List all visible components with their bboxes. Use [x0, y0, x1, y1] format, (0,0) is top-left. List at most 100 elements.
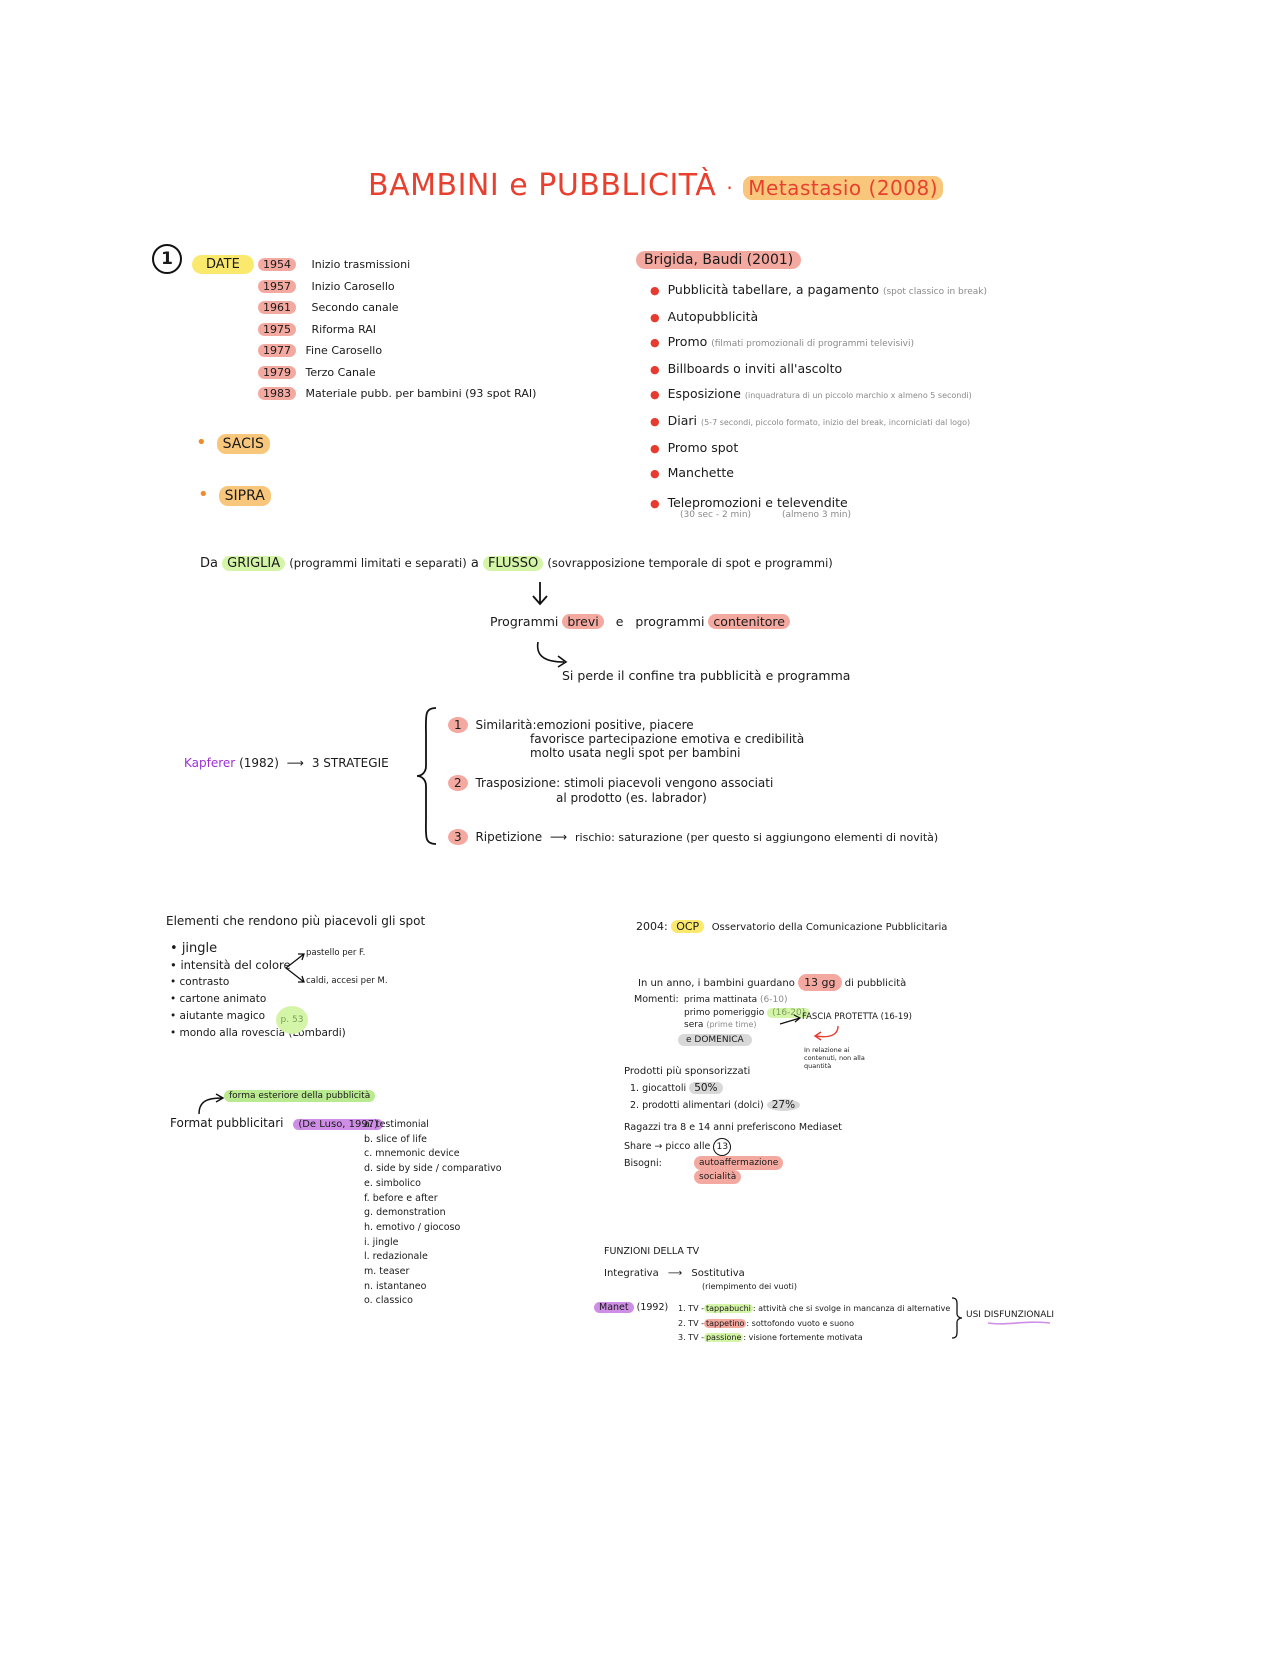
- funzione-item: 3. TV -passione: visione fortemente moti…: [678, 1333, 863, 1342]
- date-year: 1954: [258, 258, 296, 271]
- tele-note-2: (almeno 3 min): [782, 510, 851, 520]
- bisogni-label: Bisogni:: [624, 1158, 662, 1169]
- momenti-list: prima mattinata (6-10) primo pomeriggio …: [684, 994, 811, 1032]
- usi-disfunzionali: USI DISFUNZIONALI: [966, 1310, 1054, 1326]
- date-text: Inizio Carosello: [311, 279, 395, 293]
- page-ref-badge: p. 53: [276, 1006, 308, 1034]
- fascia-note: In relazione ai contenuti, non alla quan…: [804, 1046, 865, 1070]
- brevi-term: brevi: [562, 614, 604, 629]
- elementi-item: • intensità del colore: [170, 958, 291, 972]
- ocp-line: 2004: OCP Osservatorio della Comunicazio…: [636, 920, 948, 933]
- brigida-item: Diari (5-7 secondi, piccolo formato, ini…: [650, 409, 987, 436]
- date-item: 1983 Materiale pubb. per bambini (93 spo…: [258, 383, 536, 405]
- date-year: 1979: [258, 365, 296, 379]
- format-list: a. testimonial b. slice of life c. mnemo…: [364, 1118, 502, 1309]
- down-arrow-icon: [532, 582, 548, 606]
- date-label: DATE: [192, 255, 254, 274]
- confine-conclusion: Si perde il confine tra pubblicità e pro…: [562, 668, 851, 683]
- format-item: n. istantaneo: [364, 1280, 427, 1292]
- format-item: h. emotivo / giocoso: [364, 1221, 461, 1233]
- manet-line: Manet (1992): [594, 1302, 668, 1313]
- date-year: 1957: [258, 279, 296, 293]
- programmi-line: Programmi brevi e programmi contenitore: [490, 614, 790, 629]
- date-text: Secondo canale: [311, 301, 399, 314]
- strategy-number: 2: [448, 775, 468, 791]
- curly-brace-icon: [416, 707, 437, 845]
- usi-brace-icon: [951, 1297, 963, 1339]
- flow-line: Da GRIGLIA (programmi limitati e separat…: [200, 556, 833, 571]
- format-item: d. side by side / comparativo: [364, 1163, 502, 1175]
- brigida-item: Pubblicità tabellare, a pagamento (spot …: [650, 278, 987, 305]
- format-item: c. mnemonic device: [364, 1148, 460, 1160]
- branch-arrow-icon: [285, 953, 305, 983]
- date-year: 1975: [258, 322, 296, 336]
- elementi-item: • jingle: [170, 941, 218, 956]
- elementi-item: • contrasto: [170, 976, 230, 988]
- date-item: 1979 Terzo Canale: [258, 362, 536, 384]
- format-ref: (De Luso, 1997): [293, 1119, 384, 1130]
- tele-note-1: (30 sec - 2 min): [680, 510, 752, 520]
- format-item: b. slice of life: [364, 1133, 428, 1145]
- momenti-label: Momenti:: [634, 994, 679, 1005]
- share-line: Share → picco alle 13: [624, 1138, 732, 1156]
- elementi-item: • aiutante magico: [170, 1010, 266, 1022]
- format-item: o. classico: [364, 1295, 413, 1307]
- usi-underline: [987, 1321, 1051, 1325]
- brigida-item: Billboards o inviti all'ascolto: [650, 357, 987, 383]
- fascia-curve-arrow-icon: [813, 1025, 839, 1041]
- date-item: 1961 Secondo canale: [258, 297, 536, 319]
- strategy-2: 2 Trasposizione: stimoli piacevoli vengo…: [448, 775, 773, 806]
- date-list: 1954 Inizio trasmissioni 1957 Inizio Car…: [258, 254, 536, 405]
- elementi-item: • mondo alla rovescia (Lombardi): [170, 1027, 346, 1039]
- integrativa-line: Integrativa ⟶ Sostitutiva: [604, 1268, 745, 1279]
- momento-item: sera (prime time): [684, 1020, 757, 1030]
- momento-item: primo pomeriggio (16-20): [684, 1007, 811, 1020]
- date-item: 1957 Inizio Carosello: [258, 276, 536, 298]
- prodotto-item: 1. giocattoli 50%: [630, 1080, 800, 1097]
- bisogno-item: socialità: [694, 1170, 742, 1184]
- funzioni-title: FUNZIONI DELLA TV: [604, 1246, 700, 1257]
- section-number-badge: 1: [152, 244, 182, 274]
- date-text: Terzo Canale: [305, 365, 376, 379]
- share-hour: 13: [713, 1138, 732, 1156]
- org-sipra: SIPRA: [198, 484, 271, 506]
- prodotti-list: 1. giocattoli 50% 2. prodotti alimentari…: [630, 1080, 801, 1114]
- contenitore-term: contenitore: [708, 614, 790, 629]
- format-item: a. testimonial: [364, 1119, 429, 1130]
- domenica-tag: e DOMENICA: [678, 1034, 752, 1046]
- date-item: 1975 Riforma RAI: [258, 319, 536, 341]
- format-item: f. before e after: [364, 1192, 438, 1204]
- kapferer-name: Kapferer: [184, 756, 236, 770]
- org-sacis: SACIS: [196, 432, 270, 454]
- funzioni-list: 1. TV -tappabuchi: attività che si svolg…: [678, 1302, 950, 1346]
- forma-arrow-icon: [198, 1093, 225, 1115]
- ragazzi-line: Ragazzi tra 8 e 14 anni preferiscono Med…: [624, 1122, 842, 1133]
- ocp-days-line: In un anno, i bambini guardano 13 gg di …: [638, 974, 907, 991]
- format-item: g. demonstration: [364, 1207, 446, 1219]
- strategy-number: 1: [448, 717, 468, 733]
- fascia-arrow-icon: [779, 1014, 802, 1025]
- flusso-term: FLUSSO: [482, 556, 544, 571]
- colore-branch-2: caldi, accesi per M.: [306, 976, 388, 986]
- date-text: Riforma RAI: [311, 322, 377, 336]
- brigida-item: Manchette: [650, 461, 987, 487]
- title-separator: ·: [726, 176, 734, 200]
- format-line: Format pubblicitari (De Luso, 1997): [170, 1116, 384, 1130]
- forma-label: forma esteriore della pubblicità: [224, 1090, 376, 1102]
- brigida-item: Promo spot: [650, 436, 987, 462]
- format-item: m. teaser: [364, 1266, 410, 1278]
- days-value: 13 gg: [798, 974, 842, 991]
- griglia-term: GRIGLIA: [222, 556, 286, 571]
- colore-branch-1: pastello per F.: [306, 948, 366, 958]
- date-text: Materiale pubb. per bambini (93 spot RAI…: [305, 387, 537, 400]
- brigida-list: Pubblicità tabellare, a pagamento (spot …: [650, 278, 987, 516]
- title-main: BAMBINI e PUBBLICITÀ: [368, 168, 717, 203]
- date-item: 1954 Inizio trasmissioni: [258, 254, 536, 276]
- sostitutiva-note: (riempimento dei vuoti): [702, 1282, 797, 1291]
- momento-item: prima mattinata (6-10): [684, 995, 788, 1005]
- kapferer-line: Kapferer (1982) ⟶ 3 STRATEGIE: [184, 756, 389, 770]
- elementi-title: Elementi che rendono più piacevoli gli s…: [166, 914, 426, 928]
- date-year: 1983: [258, 387, 296, 400]
- brigida-item: Autopubblicità: [650, 305, 987, 331]
- brigida-item: Promo (filmati promozionali di programmi…: [650, 330, 987, 357]
